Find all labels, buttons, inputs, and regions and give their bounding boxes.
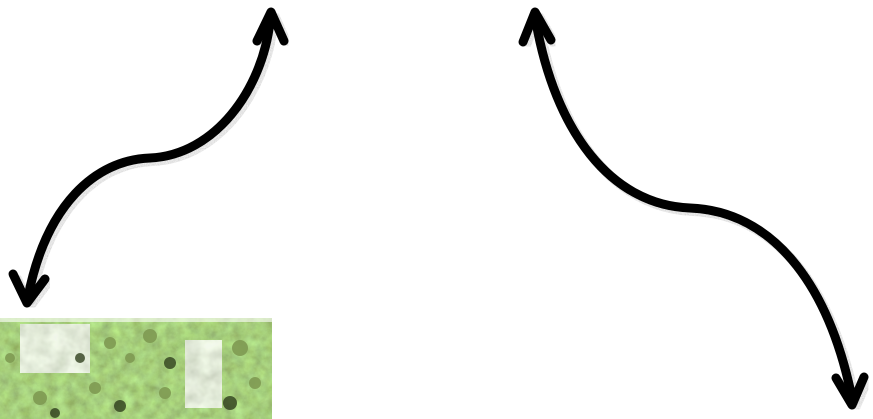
foliage-photo-image (0, 318, 272, 419)
right-arrow-shaft (536, 22, 852, 398)
left-curved-double-arrow (13, 12, 287, 306)
left-arrow-shaft (28, 22, 270, 297)
foliage-photo (0, 318, 272, 419)
right-curved-double-arrow (523, 12, 867, 408)
